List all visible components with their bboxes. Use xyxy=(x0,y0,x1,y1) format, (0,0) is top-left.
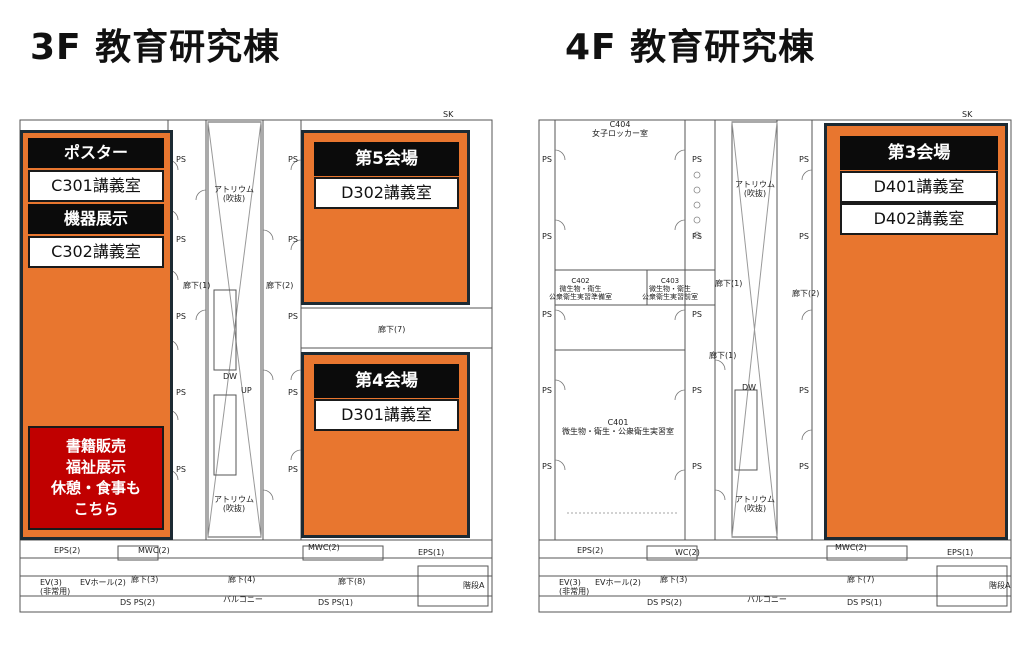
label-d302: D302講義室 xyxy=(314,177,459,209)
ds-ps-1-label: DS PS(1) xyxy=(318,598,354,607)
c404-label: C404 女子ロッカー室 xyxy=(592,120,648,138)
ps-label: PS xyxy=(799,462,809,471)
corridor-1-label: 廊下(1) xyxy=(715,279,743,288)
label-hall-4: 第4会場 xyxy=(314,364,459,398)
ps-label: PS xyxy=(288,235,298,244)
corridor-3-label: 廊下(3) xyxy=(131,575,159,584)
mwc-2-label: MWC(2) xyxy=(308,543,340,552)
label-poster: ポスター xyxy=(28,138,164,168)
balcony-label: バルコニー xyxy=(747,595,787,604)
ds-ps-1-label: DS PS(1) xyxy=(847,598,883,607)
eps-1-label: EPS(1) xyxy=(418,548,445,557)
eps-2-label: EPS(2) xyxy=(577,546,604,555)
ds-ps-2-label: DS PS(2) xyxy=(647,598,683,607)
floor-3f-title: 3F 教育研究棟 xyxy=(30,27,281,68)
bookshop-rest-area: 書籍販売 福祉展示 休憩・食事も こちら xyxy=(28,426,164,530)
ev-3-label: EV(3) (非常用) xyxy=(40,578,71,596)
atrium-label: アトリウム (吹抜) xyxy=(214,185,254,203)
ps-label: PS xyxy=(692,155,702,164)
atrium-label: アトリウム (吹抜) xyxy=(735,495,775,513)
mwc-2-label: MWC(2) xyxy=(835,543,867,552)
ps-label: PS xyxy=(799,386,809,395)
c402-label: C402 微生物・衛生 公衆衛生実習準備室 xyxy=(549,277,612,301)
corridor-2-label: 廊下(2) xyxy=(792,289,820,298)
label-equipment-exhibit: 機器展示 xyxy=(28,204,164,234)
corridor-1-label: 廊下(1) xyxy=(709,351,737,360)
dw-label: DW xyxy=(742,383,757,392)
balcony-label: バルコニー xyxy=(223,595,263,604)
corridor-3-label: 廊下(3) xyxy=(660,575,688,584)
label-hall-3: 第3会場 xyxy=(840,136,998,170)
ps-label: PS xyxy=(692,310,702,319)
ps-label: PS xyxy=(288,155,298,164)
ev-hall-2-label: EVホール(2) xyxy=(80,578,126,587)
sk-label: SK xyxy=(443,110,454,119)
ps-label: PS xyxy=(288,312,298,321)
ps-label: PS xyxy=(176,312,186,321)
label-d402: D402講義室 xyxy=(840,203,998,235)
ps-label: PS xyxy=(692,462,702,471)
ps-label: PS xyxy=(542,462,552,471)
ev-3-label: EV(3) (非常用) xyxy=(559,578,590,596)
corridor-1-label: 廊下(1) xyxy=(183,281,211,290)
ps-label: PS xyxy=(176,465,186,474)
bookshop-rest-label: 書籍販売 福祉展示 休憩・食事も こちら xyxy=(50,437,141,518)
mwc-2-label: MWC(2) xyxy=(138,546,170,555)
atrium-label: アトリウム (吹抜) xyxy=(735,180,775,198)
label-c301: C301講義室 xyxy=(28,170,164,202)
ps-label: PS xyxy=(176,155,186,164)
atrium-label: アトリウム (吹抜) xyxy=(214,495,254,513)
ds-ps-2-label: DS PS(2) xyxy=(120,598,156,607)
ps-label: PS xyxy=(542,310,552,319)
eps-2-label: EPS(2) xyxy=(54,546,81,555)
ps-label: PS xyxy=(542,232,552,241)
ps-label: PS xyxy=(692,386,702,395)
label-d401: D401講義室 xyxy=(840,171,998,203)
ev-hall-2-label: EVホール(2) xyxy=(595,578,641,587)
c401-label: C401 微生物・衛生・公衆衛生実習室 xyxy=(562,418,674,436)
ps-label: PS xyxy=(542,155,552,164)
floor-3f-plan: PS PS PS PS PS PS PS PS PS PS SK アトリウム (… xyxy=(18,110,496,620)
floor-4f-title: 4F 教育研究棟 xyxy=(565,27,816,68)
corridor-8-label: 廊下(8) xyxy=(338,577,366,586)
stairs-a-label: 階段A xyxy=(989,581,1011,590)
stairs-a-label: 階段A xyxy=(463,581,485,590)
dw-label: DW xyxy=(223,372,238,381)
corridor-4-label: 廊下(4) xyxy=(228,575,256,584)
ps-label: PS xyxy=(288,465,298,474)
wc-2-label: WC(2) xyxy=(675,548,700,557)
ps-label: PS xyxy=(799,155,809,164)
label-c302: C302講義室 xyxy=(28,236,164,268)
ps-label: PS xyxy=(799,232,809,241)
ps-label: PS xyxy=(692,232,702,241)
corridor-2-label: 廊下(2) xyxy=(266,281,294,290)
label-d301: D301講義室 xyxy=(314,399,459,431)
ps-label: PS xyxy=(288,388,298,397)
c403-label: C403 微生物・衛生 公衆衛生実習前室 xyxy=(642,277,698,301)
eps-1-label: EPS(1) xyxy=(947,548,974,557)
floor-4f-walls xyxy=(538,119,1012,613)
label-hall-5: 第5会場 xyxy=(314,142,459,176)
floor-4f-plan: C404 女子ロッカー室 C402 微生物・衛生 公衆衛生実習準備室 C403 … xyxy=(537,110,1015,620)
corridor-7-label: 廊下(7) xyxy=(378,325,406,334)
up-label: UP xyxy=(241,386,252,395)
ps-label: PS xyxy=(176,235,186,244)
corridor-7-label: 廊下(7) xyxy=(847,575,875,584)
sk-label: SK xyxy=(962,110,973,119)
ps-label: PS xyxy=(176,388,186,397)
ps-label: PS xyxy=(542,386,552,395)
